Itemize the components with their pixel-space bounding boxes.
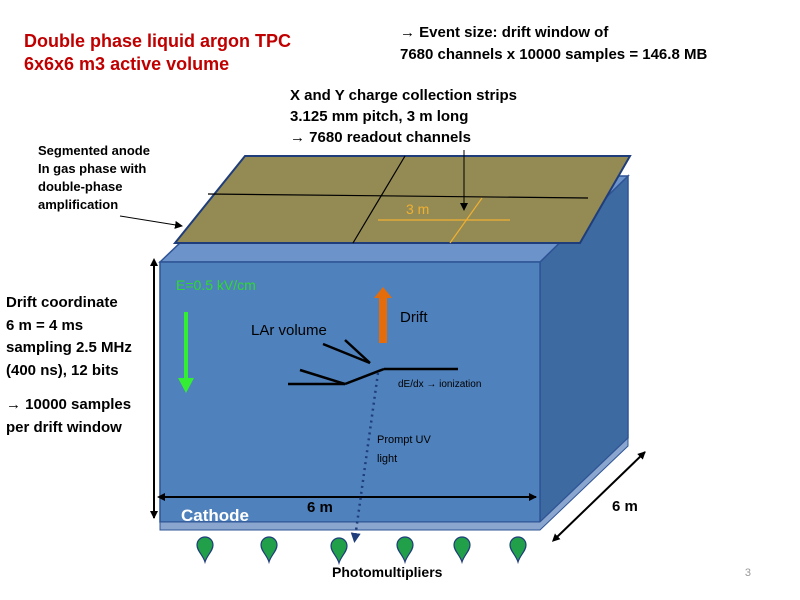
drift-line-6: per drift window — [6, 418, 122, 436]
drift-line-2: 6 m = 4 ms — [6, 316, 84, 334]
event-size-line-2: 7680 channels x 10000 samples = 146.8 MB — [400, 46, 708, 63]
strip-line-y — [449, 197, 483, 244]
anode-line-2: In gas phase with — [38, 161, 147, 176]
anode-line-3: double-phase — [38, 179, 123, 194]
anode-note: Segmented anode In gas phase with double… — [38, 142, 150, 214]
anode-line-4: amplification — [38, 197, 119, 212]
cathode-label: Cathode — [181, 506, 249, 525]
depth-dimension-arrow — [551, 451, 646, 542]
arrow-right-icon: → — [6, 396, 26, 413]
pmt-icon — [509, 536, 527, 565]
event-size-line-1: → Event size: drift window of — [400, 24, 609, 41]
pmt-icon — [453, 536, 471, 565]
prompt-light-label-1: Prompt UV — [377, 434, 431, 446]
drift-coordinate-note: Drift coordinate 6 m = 4 ms sampling 2.5… — [6, 292, 132, 439]
pmt-icon — [330, 537, 348, 566]
page-number: 3 — [744, 567, 751, 579]
anode-segment-line-y — [352, 155, 406, 244]
anode-segment-line-x — [207, 193, 589, 199]
arrow-right-icon: → — [400, 24, 420, 41]
title-line-2: 6x6x6 m3 active volume — [24, 54, 230, 74]
width-label: 6 m — [307, 499, 333, 516]
drift-line-4: (400 ns), 12 bits — [6, 361, 119, 379]
field-arrow-head — [178, 378, 194, 393]
track-branch-1 — [322, 342, 371, 365]
drift-line-3: sampling 2.5 MHz — [6, 339, 132, 356]
track-branch-2 — [344, 339, 371, 364]
prompt-light-label-2: light — [377, 453, 397, 465]
strips-line-3: → 7680 readout channels — [290, 129, 471, 146]
drift-line-5: → 10000 samples — [6, 396, 132, 413]
anode-plate — [172, 155, 632, 244]
drift-label: Drift — [400, 309, 428, 326]
ionization-label: dE/dx → ionization — [398, 379, 481, 390]
strips-note: X and Y charge collection strips 3.125 m… — [290, 85, 517, 148]
tpc-front-face — [159, 261, 541, 523]
photomultipliers-label: Photomultipliers — [332, 564, 443, 580]
anode-callout-arrow — [119, 215, 183, 229]
strips-line-1: X and Y charge collection strips — [290, 87, 518, 104]
pmt-icon — [196, 536, 214, 565]
volume-label: LAr volume — [251, 322, 327, 339]
cathode-plate — [159, 436, 629, 531]
pmt-icon — [396, 536, 414, 565]
title-line-1: Double phase liquid argon TPC — [24, 31, 292, 51]
drift-arrow — [374, 287, 392, 343]
photomultiplier-row — [196, 536, 527, 566]
slide-title: Double phase liquid argon TPC 6x6x6 m3 a… — [24, 30, 291, 76]
drift-line-1: Drift coordinate — [6, 294, 118, 311]
pmt-icon — [260, 536, 278, 565]
anode-line-1: Segmented anode — [38, 143, 150, 158]
depth-label: 6 m — [612, 498, 638, 515]
strip-length-label: 3 m — [406, 201, 429, 217]
field-label: E=0.5 kV/cm — [176, 277, 256, 293]
track-secondary-1 — [299, 368, 346, 386]
event-size-note: → Event size: drift window of 7680 chann… — [400, 22, 707, 66]
strips-line-2: 3.125 mm pitch, 3 m long — [290, 108, 469, 125]
track-primary — [344, 367, 385, 386]
prompt-light-arrow — [350, 372, 380, 543]
arrow-right-icon: → — [290, 129, 310, 146]
